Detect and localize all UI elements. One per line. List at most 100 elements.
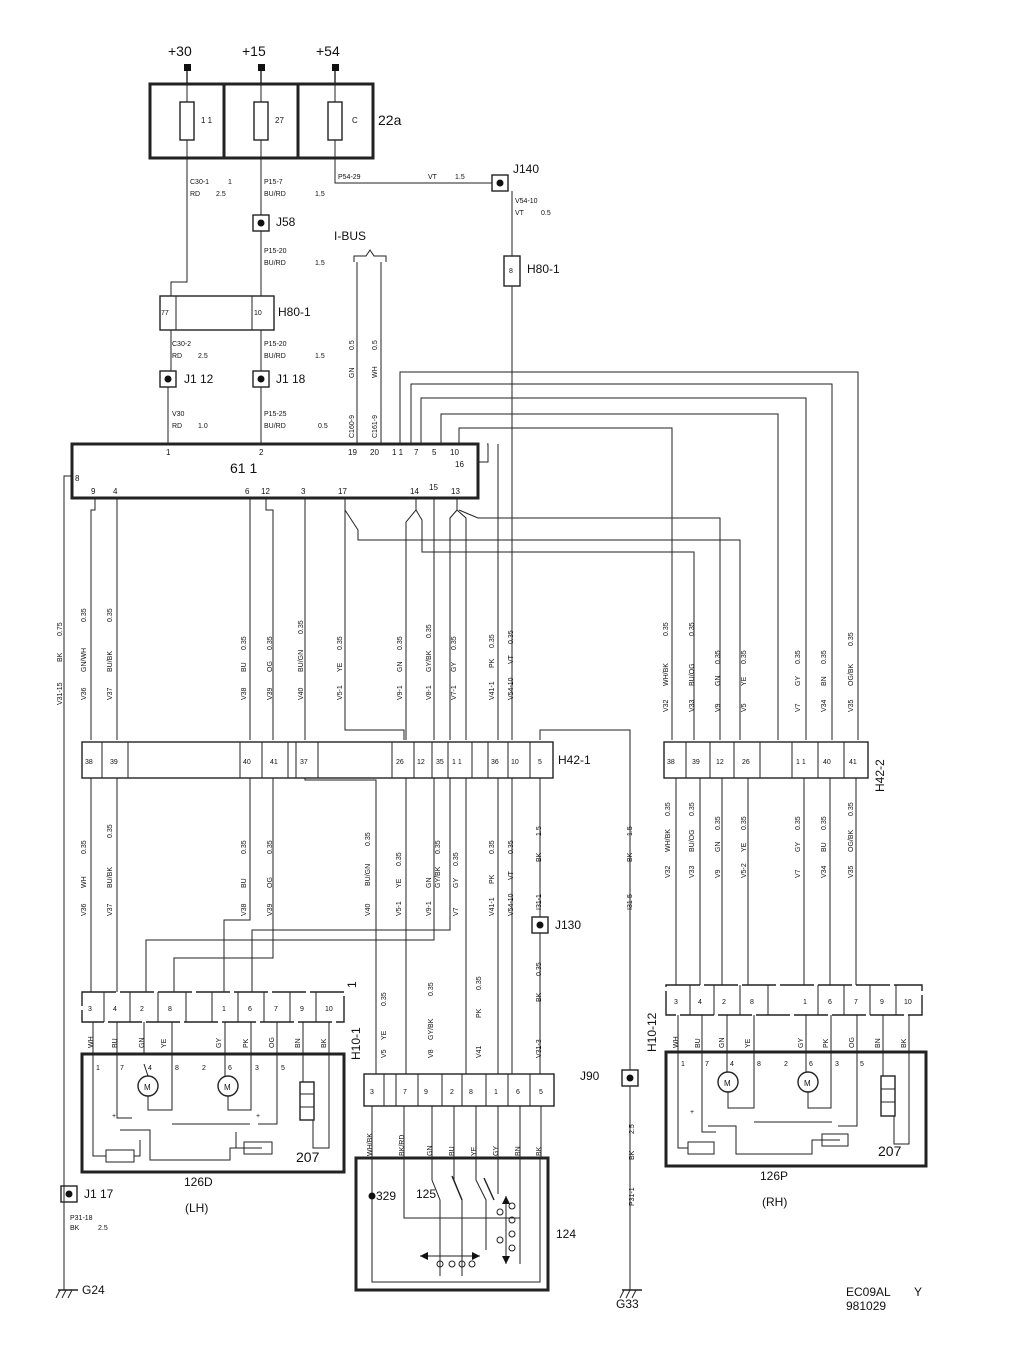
- svg-text:C30-1: C30-1: [190, 179, 209, 186]
- svg-text:19: 19: [348, 448, 357, 457]
- svg-text:10: 10: [904, 999, 912, 1006]
- svg-text:BU/OG: BU/OG: [689, 663, 696, 686]
- svg-text:0.35: 0.35: [508, 840, 515, 854]
- connector-h42-2-label: H42-2: [873, 759, 887, 792]
- svg-text:5: 5: [538, 759, 542, 766]
- svg-text:39: 39: [692, 759, 700, 766]
- svg-text:PK: PK: [489, 658, 496, 668]
- svg-text:BN: BN: [875, 1038, 882, 1048]
- svg-text:V34: V34: [821, 699, 828, 712]
- svg-text:0.35: 0.35: [821, 650, 828, 664]
- svg-text:GN: GN: [397, 662, 404, 673]
- svg-text:10: 10: [325, 1006, 333, 1013]
- svg-text:0.35: 0.35: [107, 608, 114, 622]
- svg-text:1.5: 1.5: [455, 174, 465, 181]
- svg-text:BK: BK: [57, 652, 64, 662]
- svg-text:8: 8: [168, 1006, 172, 1013]
- footer: EC09AL Y 981029: [846, 1285, 922, 1313]
- svg-text:2: 2: [722, 999, 726, 1006]
- svg-text:36: 36: [491, 759, 499, 766]
- diagram-y: Y: [914, 1285, 922, 1299]
- svg-text:38: 38: [667, 759, 675, 766]
- switch-329: 329: [376, 1189, 396, 1203]
- svg-text:V35: V35: [848, 865, 855, 878]
- svg-text:V5-2: V5-2: [741, 863, 748, 878]
- svg-text:0.5: 0.5: [372, 340, 379, 350]
- svg-text:8: 8: [175, 1065, 179, 1072]
- svg-text:26: 26: [742, 759, 750, 766]
- svg-text:OG: OG: [267, 661, 274, 672]
- svg-text:YE: YE: [745, 1038, 752, 1048]
- svg-text:3: 3: [301, 487, 306, 496]
- svg-text:BK/RD: BK/RD: [399, 1135, 406, 1156]
- svg-text:12: 12: [716, 759, 724, 766]
- svg-text:GY: GY: [453, 878, 460, 888]
- svg-text:6: 6: [516, 1089, 520, 1096]
- svg-text:V30: V30: [172, 411, 185, 418]
- svg-text:GN: GN: [715, 676, 722, 687]
- svg-text:0.35: 0.35: [665, 802, 672, 816]
- junction-j140: J140: [513, 162, 539, 176]
- svg-text:0.35: 0.35: [848, 802, 855, 816]
- svg-text:V9: V9: [715, 703, 722, 712]
- svg-text:BU/GN: BU/GN: [365, 864, 372, 886]
- svg-text:BU/RD: BU/RD: [264, 260, 286, 267]
- svg-text:YE: YE: [741, 842, 748, 852]
- svg-text:0.5: 0.5: [541, 210, 551, 217]
- svg-text:4: 4: [113, 1006, 117, 1013]
- fuse-11: 1 1: [201, 116, 213, 125]
- svg-text:GN: GN: [426, 878, 433, 889]
- svg-text:V7: V7: [795, 869, 802, 878]
- svg-text:2: 2: [259, 448, 264, 457]
- svg-text:I31-5: I31-5: [627, 894, 634, 910]
- svg-text:OG/BK: OG/BK: [848, 663, 855, 686]
- ground-g24: G24: [82, 1283, 105, 1297]
- svg-text:2: 2: [202, 1065, 206, 1072]
- connector-h42-1: 38 39 40 41 37 26 12 35 1 1 36 10 5 H42-…: [81, 741, 591, 779]
- svg-text:V9: V9: [715, 869, 722, 878]
- svg-text:BU/BK: BU/BK: [107, 651, 114, 672]
- svg-text:GN: GN: [427, 1146, 434, 1157]
- svg-text:0.35: 0.35: [81, 840, 88, 854]
- module-name: 61 1: [230, 460, 257, 476]
- svg-text:GN: GN: [139, 1038, 146, 1049]
- svg-text:9: 9: [880, 999, 884, 1006]
- svg-text:14: 14: [410, 487, 419, 496]
- svg-text:RD: RD: [190, 191, 200, 198]
- svg-text:VT: VT: [508, 870, 515, 880]
- svg-text:V38: V38: [241, 903, 248, 916]
- connector-h10-1-label: H10-1: [349, 1027, 363, 1060]
- svg-text:GY/BK: GY/BK: [428, 1018, 435, 1040]
- svg-text:GN: GN: [719, 1038, 726, 1049]
- svg-text:0.75: 0.75: [57, 622, 64, 636]
- junction-j1-12: J1 12: [184, 372, 214, 386]
- svg-text:WH/BK: WH/BK: [367, 1133, 374, 1156]
- svg-text:0.35: 0.35: [267, 636, 274, 650]
- supply-30: +30: [168, 43, 192, 59]
- svg-text:BK: BK: [536, 1146, 543, 1156]
- svg-text:0.35: 0.35: [426, 624, 433, 638]
- svg-text:P15-7: P15-7: [264, 179, 283, 186]
- ground-g33: G33: [616, 1297, 639, 1311]
- top-wiring: C30-1 1 RD 2.5 P15-7 BU/RD 1.5 J58 P15-2…: [159, 158, 859, 740]
- svg-text:1.5: 1.5: [536, 826, 543, 836]
- svg-text:5: 5: [539, 1089, 543, 1096]
- svg-text:BK: BK: [629, 1150, 636, 1160]
- svg-text:5: 5: [860, 1061, 864, 1068]
- svg-text:M: M: [224, 1083, 231, 1092]
- svg-text:0.35: 0.35: [428, 982, 435, 996]
- svg-text:BN: BN: [821, 676, 828, 686]
- svg-text:PK: PK: [476, 1008, 483, 1018]
- svg-text:8: 8: [757, 1061, 761, 1068]
- svg-text:12: 12: [417, 759, 425, 766]
- svg-text:GY: GY: [795, 676, 802, 686]
- svg-text:V31-15: V31-15: [57, 682, 64, 705]
- svg-text:0.35: 0.35: [81, 608, 88, 622]
- svg-text:40: 40: [823, 759, 831, 766]
- svg-text:3: 3: [674, 999, 678, 1006]
- svg-text:BK: BK: [536, 852, 543, 862]
- svg-text:1: 1: [228, 179, 232, 186]
- svg-text:V38: V38: [241, 687, 248, 700]
